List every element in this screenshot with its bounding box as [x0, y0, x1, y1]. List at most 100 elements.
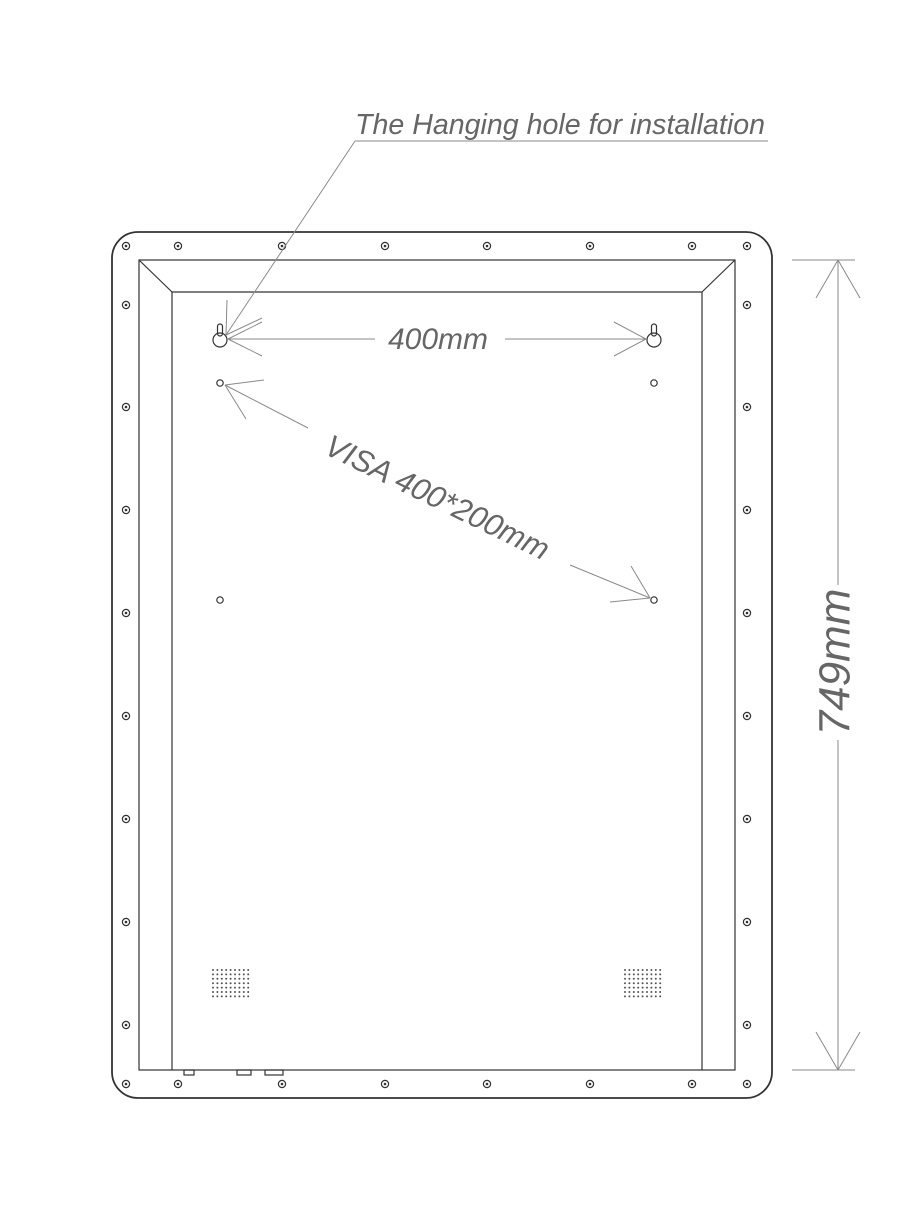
grille-dot — [229, 995, 232, 998]
grille-dot — [641, 986, 644, 989]
grille-dot — [234, 969, 236, 971]
grille-dot — [220, 986, 223, 989]
grille-dot — [632, 991, 635, 993]
grille-dot — [659, 969, 662, 971]
grille-dot — [234, 977, 236, 980]
grille-dot — [646, 973, 648, 976]
vesa-hole-bottom-right — [650, 596, 658, 604]
grille-dot — [238, 973, 241, 976]
inner-rebate — [138, 259, 736, 1071]
grille-dot — [641, 977, 644, 980]
screw — [121, 814, 131, 824]
grille-dot — [216, 969, 219, 971]
grille-dot — [628, 991, 631, 993]
screw — [742, 917, 752, 927]
screw — [585, 1079, 595, 1089]
grille-dot — [637, 969, 640, 971]
grille-dot — [229, 991, 232, 993]
grille-dot — [650, 995, 653, 998]
grille-dot — [646, 986, 648, 989]
screw — [121, 1079, 131, 1089]
screw-center — [124, 303, 128, 307]
grille-dot — [220, 977, 223, 980]
grille-dot — [632, 995, 635, 998]
grille-dot — [628, 982, 631, 985]
screw — [742, 1020, 752, 1030]
grille-dot — [229, 986, 232, 989]
grille-dot — [242, 969, 245, 971]
screw — [742, 505, 752, 515]
grille-dot — [216, 977, 219, 980]
grille-dot — [216, 973, 219, 976]
grille-dot — [212, 977, 214, 980]
grille-dot — [220, 995, 223, 998]
grille-dot — [624, 973, 626, 976]
screw — [121, 241, 131, 251]
grille-dot — [654, 973, 657, 976]
grille-dot — [641, 969, 644, 971]
grille-dot — [212, 973, 214, 976]
grille-dot — [650, 977, 653, 980]
grille-dot — [242, 977, 245, 980]
width-dimension-label: 400mm — [388, 323, 488, 356]
grille-dot — [225, 982, 228, 985]
grille-dot — [637, 982, 640, 985]
vesa-hole-top-left — [216, 379, 224, 387]
bottom-connectors — [183, 1069, 284, 1076]
screw — [173, 1079, 183, 1089]
grille-dot — [220, 991, 223, 993]
grille-dot — [659, 991, 662, 993]
grille-dot — [628, 977, 631, 980]
height-dimension-label: 749mm — [811, 589, 860, 736]
vesa-hole-bottom-left — [216, 596, 224, 604]
grille-dot — [641, 995, 644, 998]
screw-center — [124, 405, 128, 409]
grille-dot — [624, 991, 626, 993]
screw — [742, 1079, 752, 1089]
grille-dot — [650, 991, 653, 993]
grille-dot — [247, 995, 250, 998]
grille-dot — [637, 977, 640, 980]
grille-dot — [624, 995, 626, 998]
grille-dot — [225, 977, 228, 980]
screw-center — [745, 1023, 749, 1027]
grille-dot — [641, 973, 644, 976]
grille-dot — [220, 982, 223, 985]
screw-center — [124, 714, 128, 718]
frame-screws — [121, 241, 752, 1089]
screw — [742, 241, 752, 251]
grille-dot — [632, 982, 635, 985]
screw — [742, 402, 752, 412]
screw-center — [280, 1082, 284, 1086]
screw-center — [745, 611, 749, 615]
grille-dot — [659, 982, 662, 985]
grille-dot — [225, 986, 228, 989]
grille-dot — [247, 986, 250, 989]
grille-dot — [234, 995, 236, 998]
screw — [742, 711, 752, 721]
hanging-hole-right — [646, 323, 662, 348]
grille-dot — [654, 991, 657, 993]
grille-dot — [242, 995, 245, 998]
grille-dot — [242, 973, 245, 976]
screw-center — [745, 714, 749, 718]
grille-dot — [654, 995, 657, 998]
grille-dot — [234, 973, 236, 976]
grille-dot — [654, 977, 657, 980]
grille-dot — [242, 982, 245, 985]
screw — [121, 300, 131, 310]
screw — [742, 814, 752, 824]
grille-dot — [624, 982, 626, 985]
grille-dot — [229, 973, 232, 976]
grille-dot — [646, 977, 648, 980]
screw — [277, 1079, 287, 1089]
screw — [173, 241, 183, 251]
grille-dot — [637, 991, 640, 993]
screw-center — [124, 611, 128, 615]
width-dimension-line — [227, 321, 647, 357]
grille-dot — [234, 986, 236, 989]
grille-dot — [637, 973, 640, 976]
grille-dot — [624, 977, 626, 980]
